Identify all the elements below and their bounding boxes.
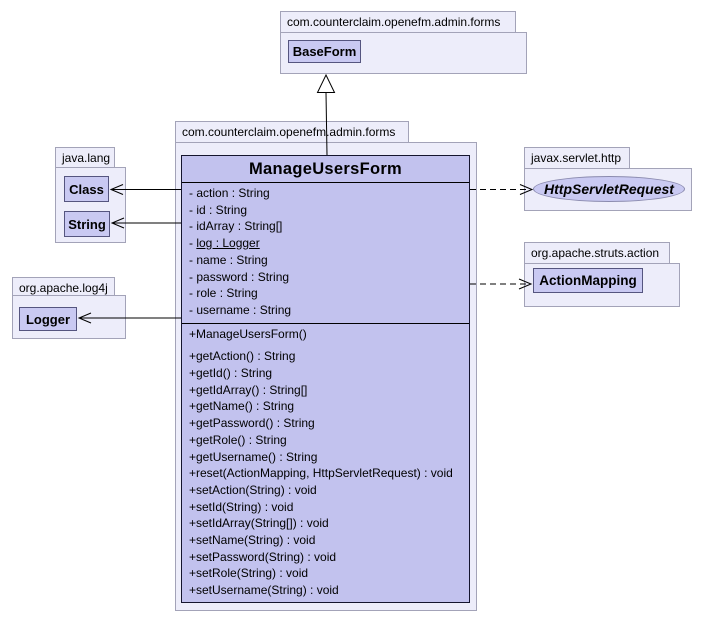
method-row: +getPassword() : String <box>189 416 315 431</box>
method-row: +setPassword(String) : void <box>189 549 337 564</box>
attribute-row: - action : String <box>189 186 270 200</box>
attribute-row-static: - log : Logger <box>189 236 260 251</box>
package-tab-log4j: org.apache.log4j <box>12 277 115 295</box>
constructor-row: +ManageUsersForm() <box>189 326 307 341</box>
dependency-arrow-httpservletrequest <box>470 184 534 195</box>
class-box-string: String <box>64 211 110 237</box>
package-tab-servlet: javax.servlet.http <box>524 147 630 168</box>
dependency-arrow-actionmapping <box>470 278 533 290</box>
interface-ellipse-httpservletrequest: HttpServletRequest <box>533 176 685 202</box>
method-row: +getUsername() : String <box>189 449 318 464</box>
methods-compartment: +ManageUsersForm() +getAction() : String… <box>182 324 469 599</box>
class-box-logger: Logger <box>19 307 77 331</box>
package-tab-struts: org.apache.struts.action <box>524 242 670 263</box>
attribute-row: - id : String <box>189 202 248 217</box>
method-row: +setName(String) : void <box>189 533 316 548</box>
package-tab-forms-main: com.counterclaim.openefm.admin.forms <box>175 121 409 142</box>
method-row: +getIdArray() : String[] <box>189 382 308 397</box>
method-row: +setUsername(String) : void <box>189 583 339 598</box>
class-box-actionmapping: ActionMapping <box>533 268 643 293</box>
class-box-manageusersform: ManageUsersForm - action : String - id :… <box>181 155 470 603</box>
class-title: ManageUsersForm <box>182 156 469 183</box>
attributes-compartment: - action : String - id : String - idArra… <box>182 183 469 324</box>
method-row: +setRole(String) : void <box>189 566 309 581</box>
method-row: +getId() : String <box>189 366 273 381</box>
method-row: +setIdArray(String[]) : void <box>189 516 329 531</box>
attribute-row: - password : String <box>189 269 290 284</box>
method-row: +setId(String) : void <box>189 499 294 514</box>
method-row: +getName() : String <box>189 399 295 414</box>
method-row: +getRole() : String <box>189 432 287 447</box>
attribute-row: - idArray : String[] <box>189 219 283 234</box>
package-tab-forms-top: com.counterclaim.openefm.admin.forms <box>280 11 516 32</box>
class-box-class: Class <box>64 176 109 202</box>
method-row: +getAction() : String <box>189 349 296 364</box>
package-tab-java-lang: java.lang <box>55 147 115 167</box>
method-row: +setAction(String) : void <box>189 482 317 497</box>
method-row: +reset(ActionMapping, HttpServletRequest… <box>189 466 453 481</box>
attribute-row: - role : String <box>189 286 258 301</box>
class-box-baseform: BaseForm <box>288 40 361 63</box>
attribute-row: - name : String <box>189 252 268 267</box>
attribute-row: - username : String <box>189 302 292 317</box>
